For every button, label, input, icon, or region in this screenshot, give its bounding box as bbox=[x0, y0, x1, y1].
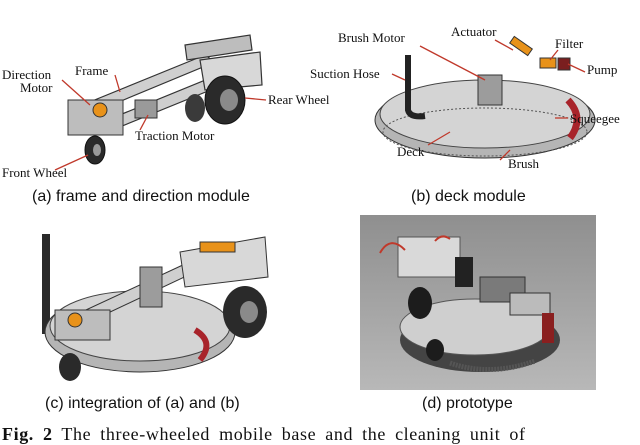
prototype-photo bbox=[360, 215, 596, 390]
squeegee-icon bbox=[565, 97, 581, 141]
frame-drawing bbox=[54, 34, 267, 171]
label-direction-motor-line2: Motor bbox=[20, 80, 53, 95]
suction-hose-icon bbox=[405, 55, 426, 120]
label-deck: Deck bbox=[397, 144, 425, 159]
label-actuator: Actuator bbox=[451, 24, 497, 39]
label-front-wheel: Front Wheel bbox=[2, 165, 68, 180]
label-brush-motor: Brush Motor bbox=[338, 30, 405, 45]
label-filter: Filter bbox=[555, 36, 584, 51]
label-squeegee: Squeegee bbox=[570, 111, 620, 126]
brush-motor-icon bbox=[477, 74, 503, 106]
label-brush: Brush bbox=[508, 156, 540, 171]
panel-b-deck-module: Brush Motor Actuator Filter Suction Hose… bbox=[300, 0, 640, 210]
label-frame: Frame bbox=[75, 63, 109, 78]
label-pump: Pump bbox=[587, 62, 618, 77]
label-direction-motor-line1: Direction bbox=[2, 67, 52, 82]
figure-caption-text: The three-wheeled mobile base and the cl… bbox=[61, 424, 526, 444]
integration-drawing bbox=[42, 234, 269, 381]
figure-caption-label: Fig. 2 bbox=[2, 424, 53, 444]
brush-icon bbox=[382, 107, 588, 157]
caption-b: (b) deck module bbox=[411, 188, 526, 205]
label-traction-motor: Traction Motor bbox=[135, 128, 215, 143]
filter-icon bbox=[539, 57, 557, 69]
direction-motor-icon bbox=[92, 102, 108, 118]
label-rear-wheel: Rear Wheel bbox=[268, 92, 330, 107]
pump-icon bbox=[557, 57, 571, 71]
label-suction-hose: Suction Hose bbox=[310, 66, 380, 81]
figure-caption: Fig. 2 The three-wheeled mobile base and… bbox=[2, 424, 638, 445]
panel-a-frame-direction-module: Direction Motor Frame Rear Wheel Tractio… bbox=[0, 0, 350, 210]
caption-a: (a) frame and direction module bbox=[32, 188, 250, 205]
panel-d-prototype: (d) prototype bbox=[360, 215, 596, 416]
traction-motor-icon bbox=[134, 99, 158, 119]
actuator-icon bbox=[508, 35, 534, 57]
caption-d: (d) prototype bbox=[422, 395, 513, 412]
deck-drawing bbox=[374, 35, 596, 161]
caption-c: (c) integration of (a) and (b) bbox=[45, 395, 240, 412]
panel-c-integration: (c) integration of (a) and (b) bbox=[0, 212, 340, 416]
